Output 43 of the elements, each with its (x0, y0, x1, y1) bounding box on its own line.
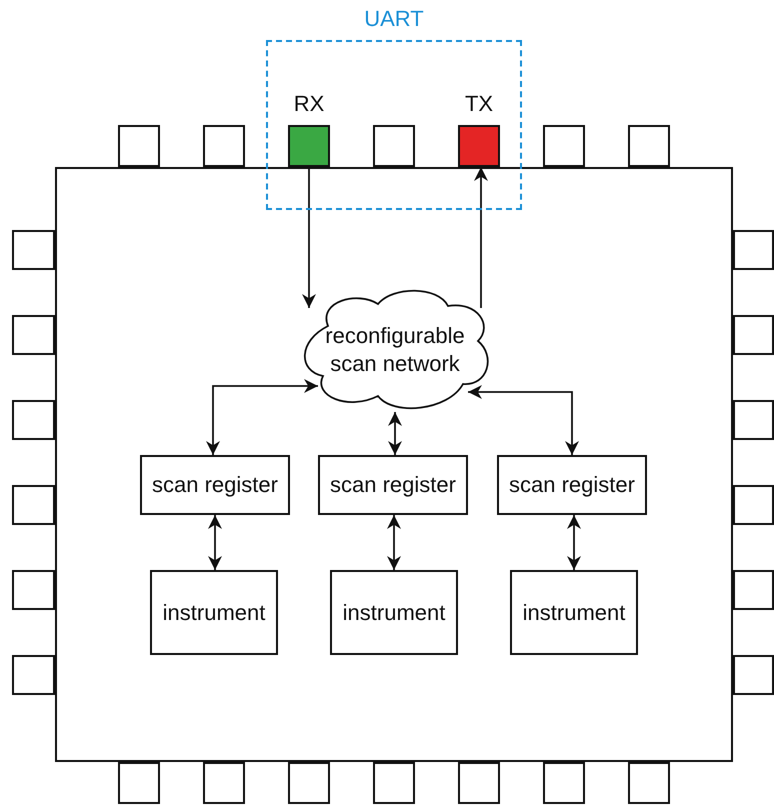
pin (628, 125, 670, 167)
chip-outline (55, 167, 733, 762)
arrow (567, 515, 581, 570)
pin (12, 570, 55, 610)
pin (733, 315, 774, 355)
pin (733, 570, 774, 610)
pin (373, 762, 415, 804)
pin (458, 762, 500, 804)
pin (12, 400, 55, 440)
pin (12, 315, 55, 355)
pin (288, 762, 330, 804)
block-box: scan register (318, 455, 468, 515)
pin (12, 230, 55, 270)
block-box: instrument (510, 570, 638, 655)
group-label: UART (363, 6, 425, 32)
arrow (474, 167, 488, 308)
arrow (208, 515, 222, 570)
cloud-label: reconfigurable scan network (324, 322, 466, 378)
block-box: instrument (150, 570, 278, 655)
pin (118, 125, 160, 167)
pin (12, 485, 55, 525)
arrow (302, 167, 316, 308)
pin (373, 125, 415, 167)
block-box: scan register (497, 455, 647, 515)
arrow (468, 385, 579, 455)
pin-label: RX (292, 91, 326, 117)
pin (203, 762, 245, 804)
pin (118, 762, 160, 804)
pin (12, 655, 55, 695)
arrow (387, 515, 401, 570)
pin (733, 230, 774, 270)
pin (628, 762, 670, 804)
pin-label: TX (464, 91, 494, 117)
pin (543, 762, 585, 804)
block-box: instrument (330, 570, 458, 655)
pin (733, 400, 774, 440)
pin (733, 485, 774, 525)
arrow (206, 379, 318, 455)
arrow (388, 412, 402, 455)
pin (733, 655, 774, 695)
block-box: scan register (140, 455, 290, 515)
pin (203, 125, 245, 167)
pin (543, 125, 585, 167)
